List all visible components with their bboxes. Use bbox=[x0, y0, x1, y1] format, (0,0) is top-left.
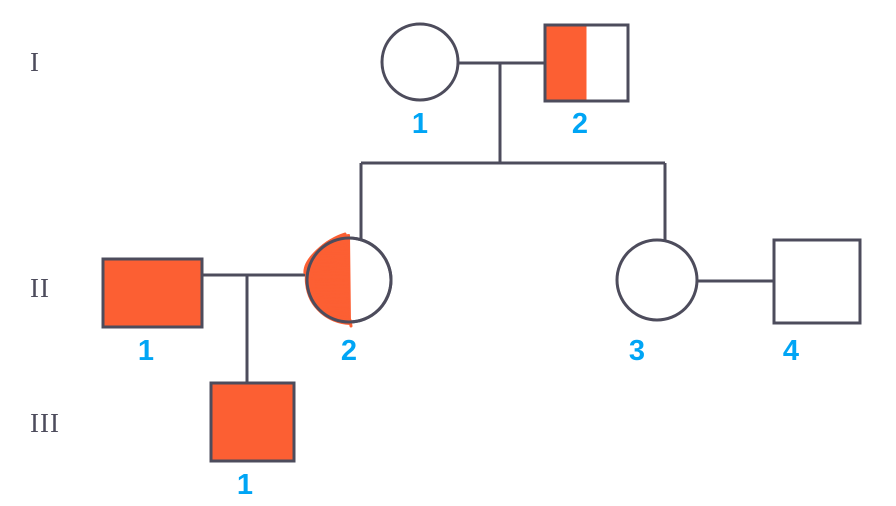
male-square-symbol[interactable] bbox=[772, 238, 862, 325]
female-circle-symbol[interactable] bbox=[615, 238, 699, 322]
individual-II-1[interactable]: 1 bbox=[101, 257, 204, 367]
individual-III-1[interactable]: 1 bbox=[209, 381, 296, 501]
individual-II-2[interactable]: 2 bbox=[303, 232, 393, 367]
male-square-symbol[interactable] bbox=[209, 381, 296, 463]
individual-id-label: 2 bbox=[341, 335, 357, 367]
male-square-symbol[interactable] bbox=[101, 257, 204, 329]
female-circle-symbol[interactable] bbox=[380, 22, 460, 102]
left-half-scribble-fill bbox=[303, 232, 353, 328]
male-square-border bbox=[543, 23, 630, 103]
individual-I-2[interactable]: 2 bbox=[543, 23, 630, 140]
individual-id-label: 1 bbox=[412, 108, 428, 140]
individual-I-1[interactable]: 1 bbox=[380, 22, 460, 140]
female-circle-border bbox=[305, 236, 393, 324]
generation-label-I: I bbox=[30, 47, 40, 77]
individual-id-label: 1 bbox=[237, 469, 253, 501]
individual-id-label: 3 bbox=[629, 335, 645, 367]
individual-id-label: 2 bbox=[572, 108, 588, 140]
individual-id-label: 1 bbox=[138, 335, 154, 367]
generation-label-II: II bbox=[30, 273, 50, 303]
individual-id-label: 4 bbox=[783, 335, 799, 367]
individual-II-3[interactable]: 3 bbox=[615, 238, 699, 367]
relationship-lines bbox=[202, 61, 774, 383]
left-half-fill bbox=[545, 25, 587, 101]
individual-II-4[interactable]: 4 bbox=[772, 238, 862, 367]
generation-label-III: III bbox=[30, 408, 60, 438]
generation-labels: I II III bbox=[30, 47, 60, 438]
